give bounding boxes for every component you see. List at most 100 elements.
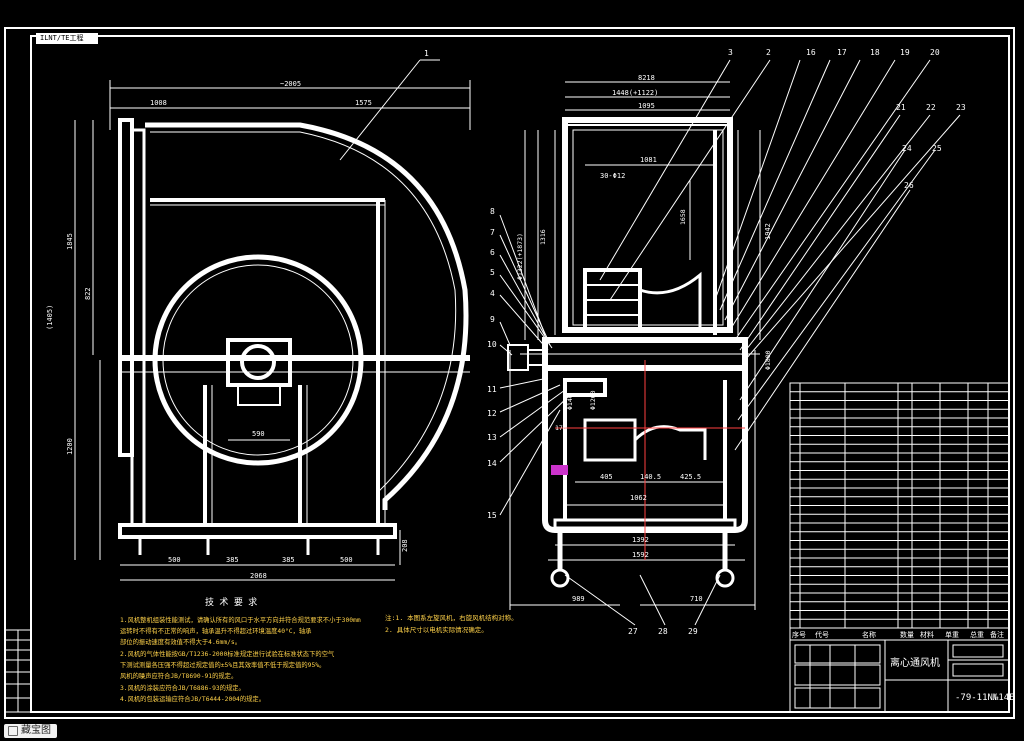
svg-text:15: 15 [487,511,497,520]
inner-frame [30,35,1010,713]
svg-text:26: 26 [904,181,914,190]
right-dim-base-inner: 1062 [630,494,647,502]
left-dim-inner: 590 [252,430,265,438]
right-dim-left-high: Φ1322(+1873) [516,233,524,280]
svg-text:29: 29 [688,627,698,636]
right-dim-lower-small: 170 [555,424,567,432]
svg-text:备注: 备注 [990,630,1004,639]
corner-tab: ILNT/TE工程 [36,33,98,44]
svg-text:单重: 单重 [945,630,959,639]
left-dim-foot: 208 [401,539,409,552]
svg-text:17: 17 [837,48,847,57]
left-dim-height-lower: 1200 [66,438,74,455]
svg-text:序号: 序号 [792,630,806,639]
caster-right [715,568,735,588]
right-dim-holes: 30-Φ12 [600,172,625,180]
svg-text:下测试测量各压强不得超过规定值的±5%且其效率值不低于规定值: 下测试测量各压强不得超过规定值的±5%且其效率值不低于规定值的95%。 [120,660,325,669]
right-dim-inner-top: 1095 [638,102,655,110]
right-dim-lower-left: Φ140 [566,394,574,410]
svg-text:20: 20 [930,48,940,57]
left-dim-top-left: 1008 [150,99,167,107]
base-beam [118,523,397,539]
svg-text:14: 14 [487,459,497,468]
svg-text:总重: 总重 [970,630,984,639]
notes: 注:1. 本图系左旋风机，右旋风机结构对称。 2. 具体尺寸以电机实际情况确定。 [385,613,518,634]
right-dim-feet-right: 710 [690,595,703,603]
bom-table [789,382,1010,629]
binding-table [4,629,32,713]
left-dim-height-upper: 1845 [66,233,74,250]
svg-text:13: 13 [487,433,497,442]
part-labels-bottom: 27 28 29 [628,627,698,636]
svg-text:7: 7 [490,228,495,237]
left-dim-base: 2068 [250,572,267,580]
svg-text:12: 12 [487,409,497,418]
right-dim-lower-mid: Φ1260 [589,390,597,410]
tech-req-lines: 1.风机整机组装性能测试，请确认所有的风口于水平方向并符合规范要求不小于300m… [120,615,361,703]
svg-text:5: 5 [490,268,495,277]
outer-frame [4,27,1015,719]
drawing-number: -79-11N№14E [955,693,1015,703]
bom-header: 序号 代号 名称 数量 材料 单重 总重 备注 [792,630,1004,639]
right-dim-mid: 1658 [679,209,687,225]
left-dim-top-right: 1575 [355,99,372,107]
tag-button-label: 藏宝图 [21,725,51,736]
bottom-bar: 藏宝图 [0,722,1024,741]
left-dim-bottom-4: 500 [340,556,353,564]
svg-text:1.风机整机组装性能测试，请确认所有的风口于水平方向并符合规: 1.风机整机组装性能测试，请确认所有的风口于水平方向并符合规范要求不小于300m… [120,615,361,624]
drawing-title: 离心通风机 [890,656,940,669]
svg-text:6: 6 [490,248,495,257]
svg-text:19: 19 [900,48,910,57]
left-dim-height-total: (1405) [46,305,54,330]
svg-text:2: 2 [766,48,771,57]
right-dim-base: 1392 [632,536,649,544]
left-dim-overall: ~2005 [280,80,301,88]
svg-text:8: 8 [490,207,495,216]
left-dim-bottom-1: 500 [168,556,181,564]
right-dim-top2: 1448(+1122) [612,89,658,97]
svg-text:运转时不得有不正常的响声，轴承温升不得超过环境温度40°C，: 运转时不得有不正常的响声，轴承温升不得超过环境温度40°C，轴承 [120,626,312,635]
right-dim-feet-left: 989 [572,595,585,603]
svg-text:2. 具体尺寸以电机实际情况确定。: 2. 具体尺寸以电机实际情况确定。 [385,625,488,634]
left-dim-height-mid: 822 [84,287,92,300]
svg-text:名称: 名称 [862,630,876,639]
svg-text:21: 21 [896,103,906,112]
svg-text:风机的噪声应符合JB/T8690-91的规定。: 风机的噪声应符合JB/T8690-91的规定。 [120,671,237,680]
right-dim-base2: 1592 [632,551,649,559]
part-labels-left: 8 7 6 5 4 9 10 11 12 13 14 15 [487,207,497,520]
tech-req-title: 技 术 要 求 [205,596,257,608]
right-dim-shaft: Φ1800 [764,350,772,370]
svg-text:11: 11 [487,385,497,394]
svg-text:22: 22 [926,103,936,112]
volute-housing [145,122,469,510]
svg-text:注:1. 本图系左旋风机，右旋风机结构对称。: 注:1. 本图系左旋风机，右旋风机结构对称。 [385,613,518,622]
svg-text:数量: 数量 [900,630,914,639]
svg-text:代号: 代号 [815,630,829,639]
volute-inner [150,131,457,493]
svg-text:10: 10 [487,340,497,349]
upper-housing [562,117,733,333]
right-dim-inner-mid: 1081 [640,156,657,164]
right-dim-height-right: 1942 [764,223,772,240]
svg-text:2.风机的气体性能按GB/T1236-2000标准规定进行试: 2.风机的气体性能按GB/T1236-2000标准规定进行试验在标准状态下的空气 [120,649,335,658]
left-dim-bottom-3: 385 [282,556,295,564]
right-dim-left-high2: 1316 [539,229,547,245]
svg-text:27: 27 [628,627,638,636]
svg-text:23: 23 [956,103,966,112]
svg-text:材料: 材料 [920,630,934,639]
svg-text:4: 4 [490,289,495,298]
part-labels-top: 3 2 16 17 18 19 20 [728,48,940,57]
svg-text:3.风机的涂装应符合JB/T6886-93的规定。: 3.风机的涂装应符合JB/T6886-93的规定。 [120,683,245,692]
right-dim-lower-3: 425.5 [680,473,701,481]
part-labels-right: 21 22 23 24 25 26 [896,103,966,190]
svg-text:部位的振动速度有效值不得大于4.6mm/s。: 部位的振动速度有效值不得大于4.6mm/s。 [120,637,241,646]
weld-mark-magenta [551,465,568,475]
right-dim-top: 8218 [638,74,655,82]
tag-button[interactable]: 藏宝图 [4,724,57,738]
svg-text:24: 24 [902,144,912,153]
svg-text:4.风机的包装运输应符合JB/T6444-2004的规定。: 4.风机的包装运输应符合JB/T6444-2004的规定。 [120,694,265,703]
svg-text:18: 18 [870,48,880,57]
caster-left [550,568,570,588]
right-dim-lower-2: 140.5 [640,473,661,481]
